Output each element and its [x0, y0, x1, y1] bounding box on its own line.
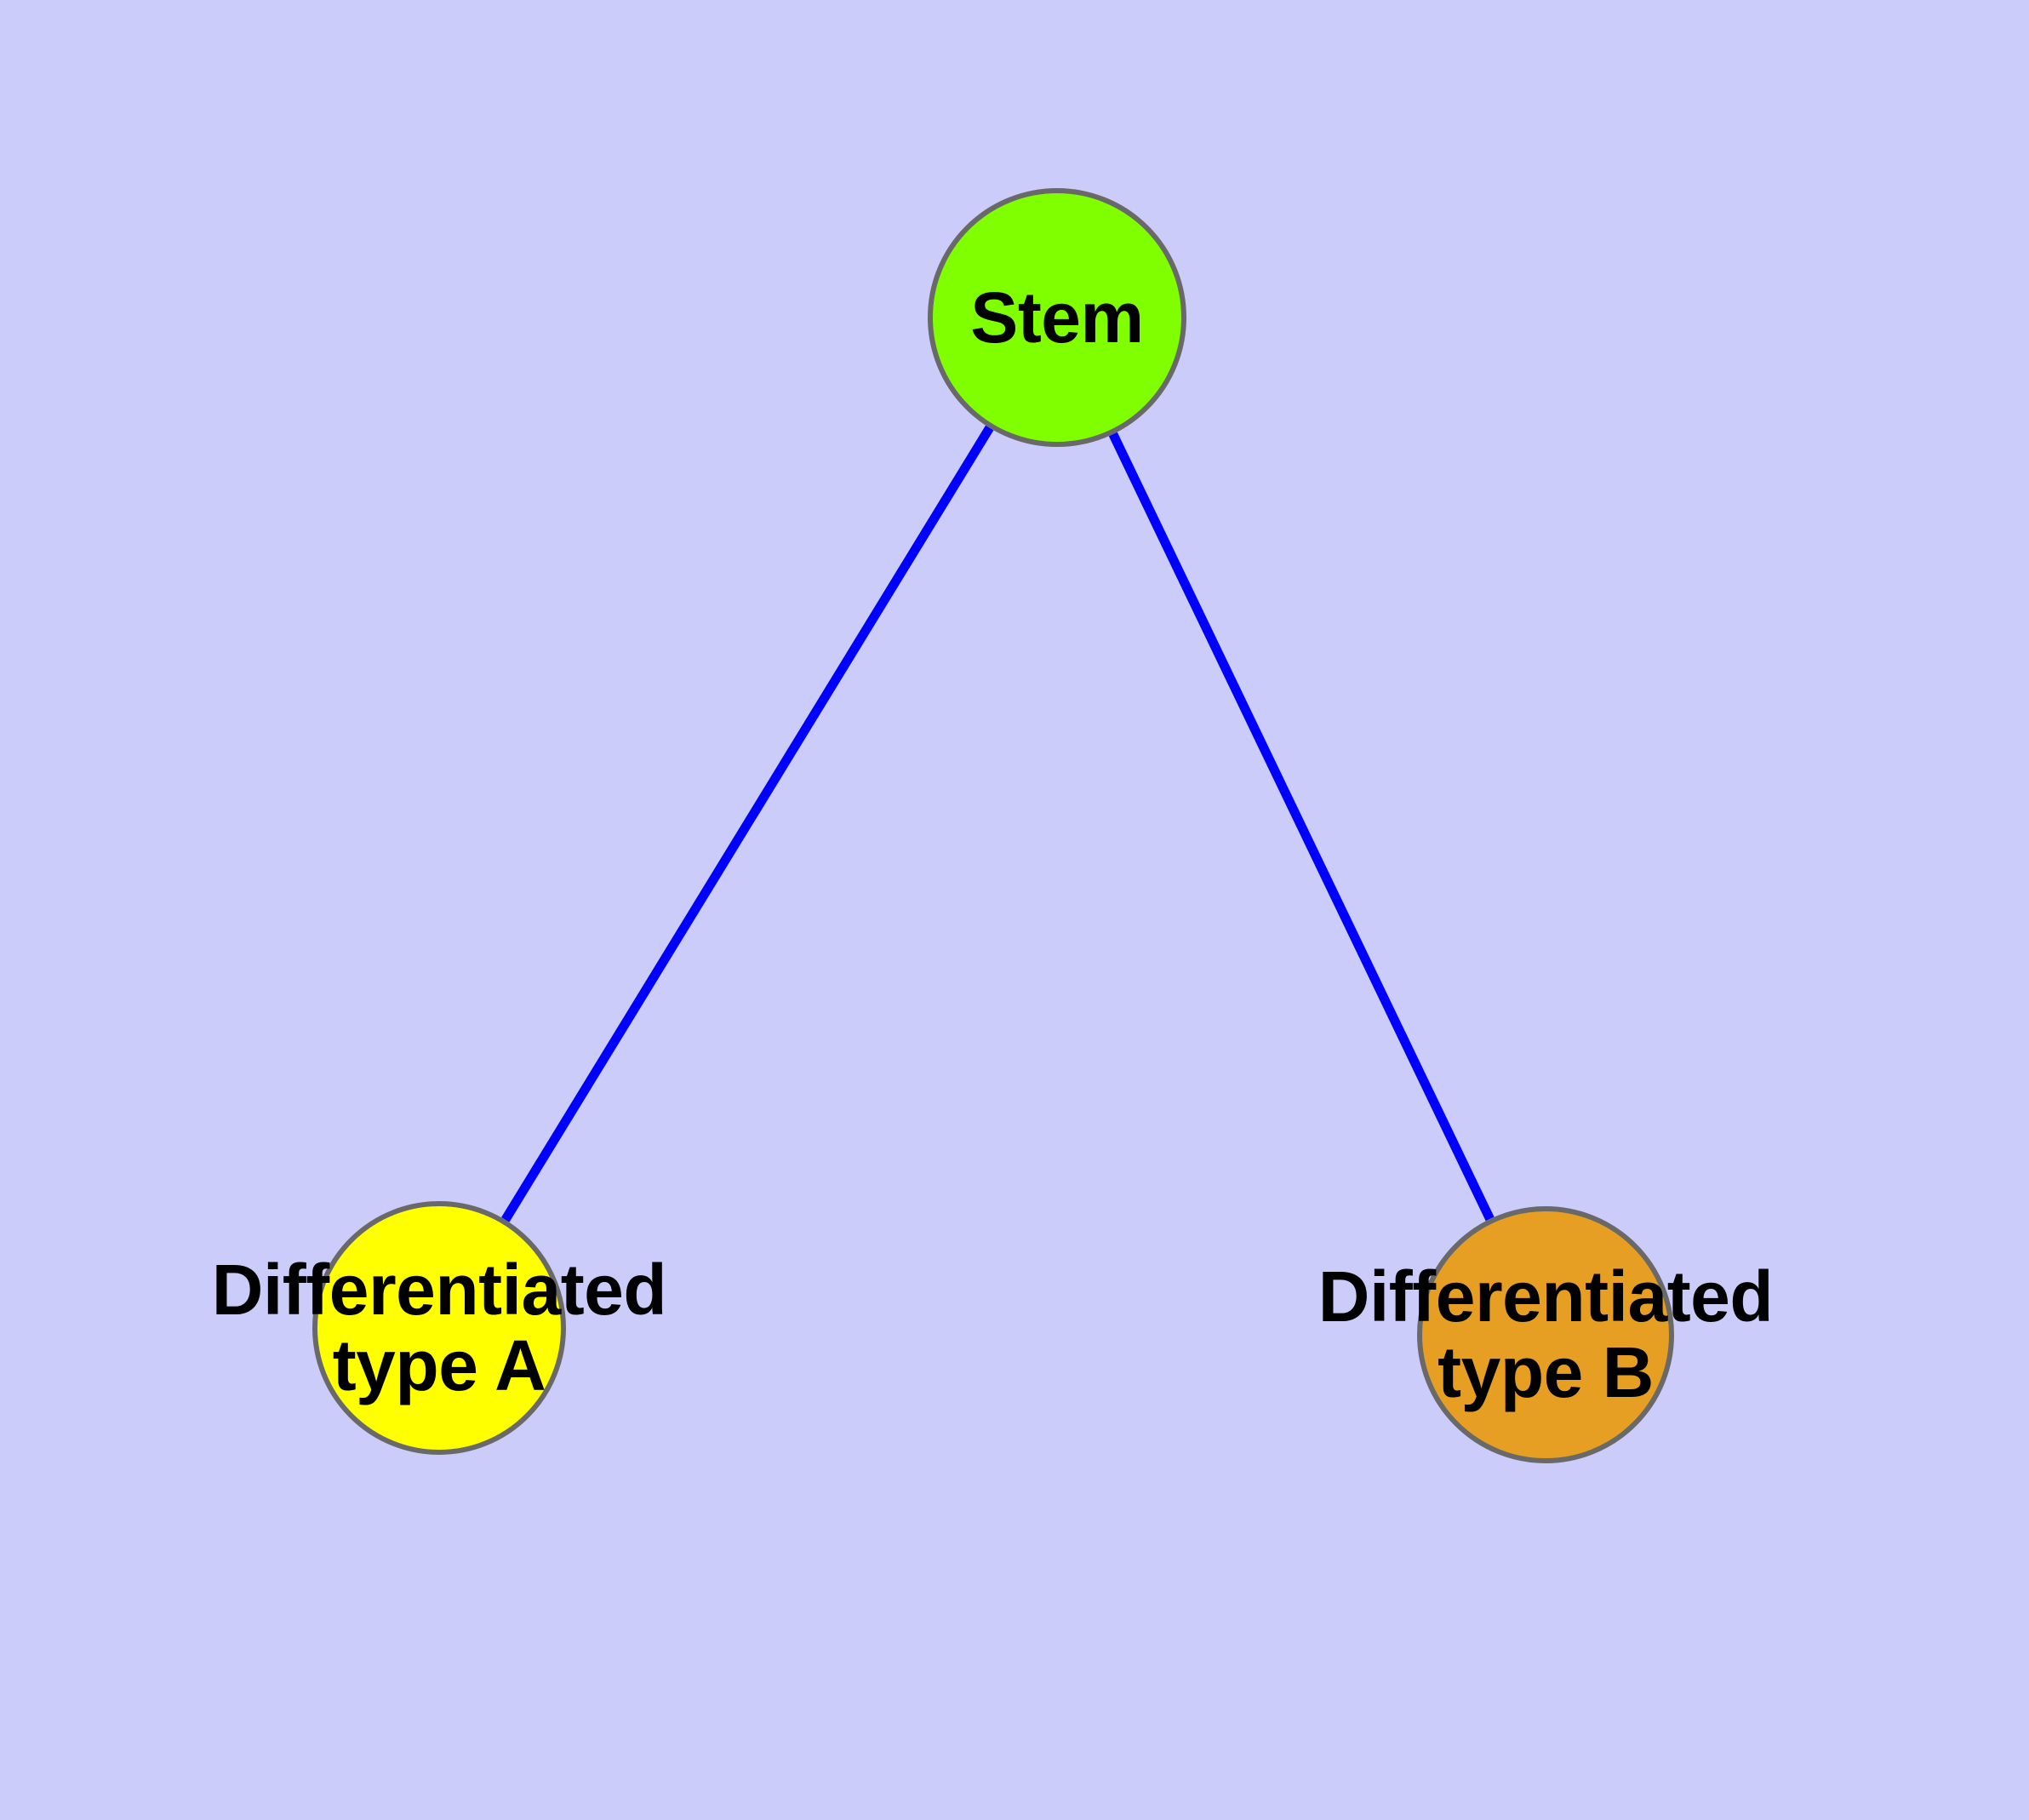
edge-stem-to-type-a — [501, 425, 994, 1222]
edge-stem-to-type-b — [1108, 432, 1495, 1222]
node-differentiated-type-b[interactable] — [1417, 1206, 1674, 1463]
node-differentiated-type-a[interactable] — [312, 1201, 566, 1455]
node-stem[interactable] — [928, 188, 1186, 447]
